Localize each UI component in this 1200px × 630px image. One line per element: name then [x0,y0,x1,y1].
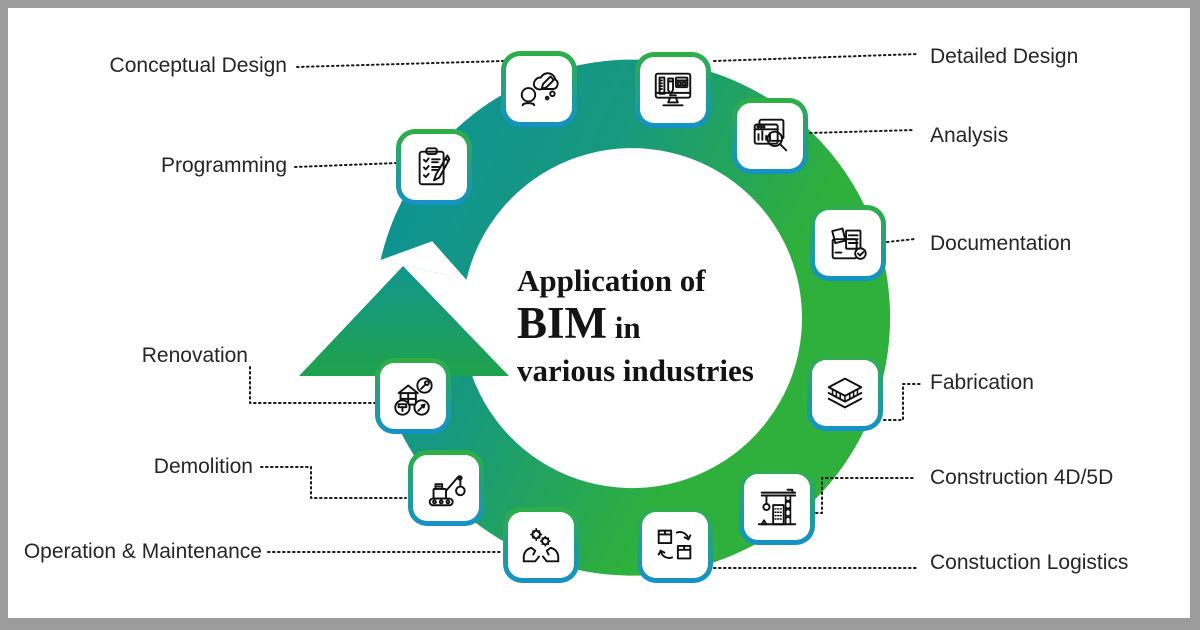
stage-tile-analysis [732,98,808,174]
stage-tile-demolition [408,450,484,526]
stage-label-programming: Programming [160,154,287,177]
connector-documentation [886,238,916,243]
connector-construction-4d5d [815,477,914,514]
stage-label-analysis: Analysis [930,124,1009,147]
connector-demolition [260,466,407,499]
title-in: in [607,310,641,345]
operation-maintenance-icon [522,527,560,563]
cycle-ring [380,59,891,576]
connector-fabrication [883,383,923,421]
stage-label-detailed-design: Detailed Design [930,45,1079,68]
connector-detailed-design [713,53,919,62]
stage-label-conceptual-design: Conceptual Design [109,54,287,77]
stage-tile-construction-4d5d [739,469,815,545]
fabrication-icon [827,377,863,409]
stage-label-renovation: Renovation [141,344,248,367]
connector-conceptual-design [296,60,504,68]
title-line-2: BIM in [517,299,754,352]
title-bim: BIM [517,298,607,348]
page-title: Application of BIM in various industries [517,263,754,390]
stage-tile-documentation [810,205,886,281]
stage-label-demolition: Demolition [153,455,253,478]
title-line-3: various industries [517,353,754,388]
programming-icon [418,147,451,186]
stage-label-construction-logistics: Constuction Logistics [930,551,1129,574]
stage-label-documentation: Documentation [930,232,1072,255]
stage-tile-programming [396,129,472,205]
title-line-1: Application of [517,263,706,298]
stage-label-operation-maintenance: Operation & Maintenance [23,540,262,563]
connector-analysis [809,129,915,134]
construction-logistics-icon [657,529,692,560]
analysis-icon [753,118,788,152]
stage-tile-construction-logistics [637,507,713,583]
stage-tile-renovation [375,358,451,434]
stage-tile-fabrication [807,355,883,431]
conceptual-design-icon [520,72,559,107]
connector-renovation [249,366,376,404]
stage-label-construction-4d5d: Construction 4D/5D [930,466,1114,489]
stage-tile-conceptual-design [501,51,577,127]
stage-label-fabrication: Fabrication [930,371,1034,394]
detailed-design-icon [654,72,692,107]
construction-4d5d-icon [757,488,797,526]
connector-programming [294,162,398,168]
demolition-icon [428,475,466,507]
stage-tile-detailed-design [635,52,711,128]
renovation-icon [394,377,433,416]
ring-tail-notch [380,241,467,280]
cycle-arrowhead-icon [299,266,509,376]
documentation-icon [831,227,867,260]
stage-tile-operation-maintenance [503,507,579,583]
